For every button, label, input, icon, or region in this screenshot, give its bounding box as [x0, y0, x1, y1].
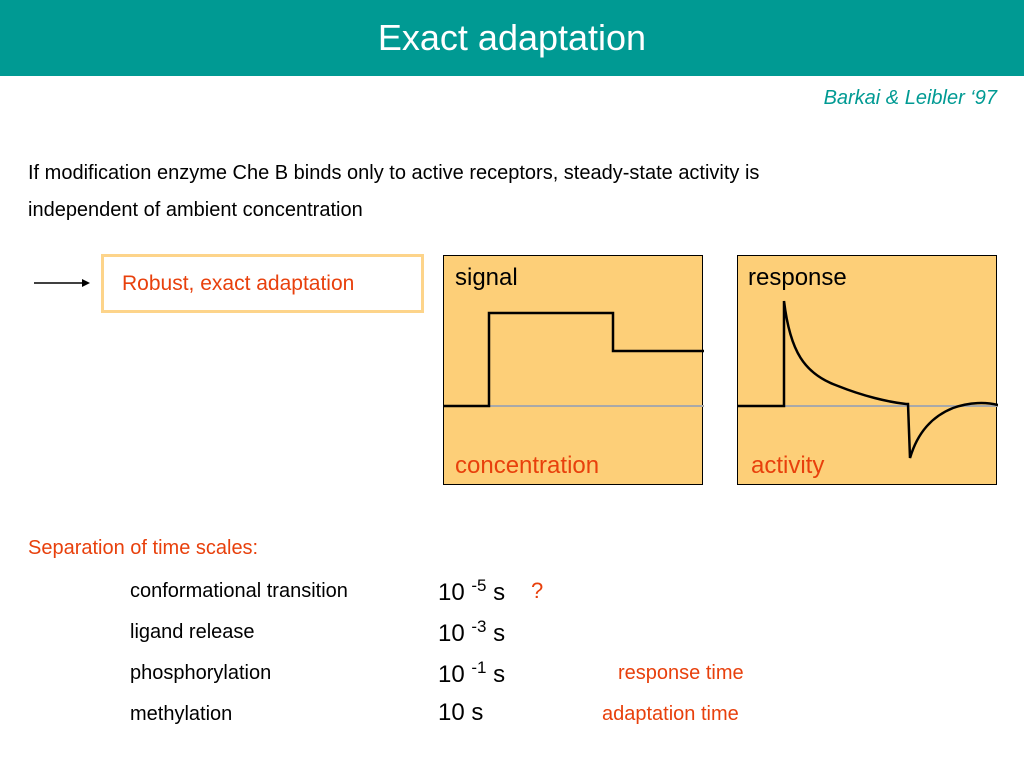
signal-trace	[444, 311, 704, 408]
intro-line-1: If modification enzyme Che B binds only …	[28, 162, 760, 184]
question-mark: ?	[531, 578, 544, 603]
timescale-value: 10 -3 s	[438, 617, 506, 647]
callout-text: Robust, exact adaptation	[122, 272, 355, 295]
timescale-row: ligand release 10 -3 s	[0, 617, 1024, 651]
response-trace	[738, 300, 998, 459]
timescales-heading: Separation of time scales:	[28, 537, 259, 559]
timescale-name: methylation	[130, 703, 233, 725]
timescale-value: 10 -1 s	[438, 658, 506, 688]
response-plot	[738, 300, 998, 459]
title-bar: Exact adaptation	[0, 0, 1024, 76]
timescale-value: 10 -5 s	[438, 576, 506, 606]
response-panel: response activity	[737, 255, 998, 485]
concentration-label: concentration	[455, 452, 600, 479]
intro-line-2: independent of ambient concentration	[28, 199, 363, 221]
timescale-row: conformational transition 10 -5 s ?	[0, 576, 1024, 610]
citation: Barkai & Leibler ‘97	[823, 87, 997, 109]
timescale-row: phosphorylation 10 -1 s response time	[0, 658, 1024, 692]
timescale-value: 10 s	[438, 699, 484, 726]
timescale-row: methylation 10 s adaptation time	[0, 699, 1024, 733]
timescale-name: phosphorylation	[130, 662, 272, 684]
signal-panel: signal concentration	[443, 255, 704, 485]
signal-plot	[444, 311, 704, 408]
callout-box: Robust, exact adaptation	[101, 254, 424, 313]
response-time-note: response time	[618, 662, 744, 684]
response-label: response	[748, 264, 847, 291]
intro-paragraph: If modification enzyme Che B binds only …	[28, 155, 1008, 229]
page-title: Exact adaptation	[377, 17, 647, 58]
timescale-name: conformational transition	[130, 580, 348, 602]
right-arrow-icon	[34, 279, 90, 287]
adaptation-time-note: adaptation time	[602, 703, 739, 725]
timescale-name: ligand release	[130, 621, 255, 643]
activity-label: activity	[751, 452, 825, 479]
signal-label: signal	[455, 264, 518, 291]
